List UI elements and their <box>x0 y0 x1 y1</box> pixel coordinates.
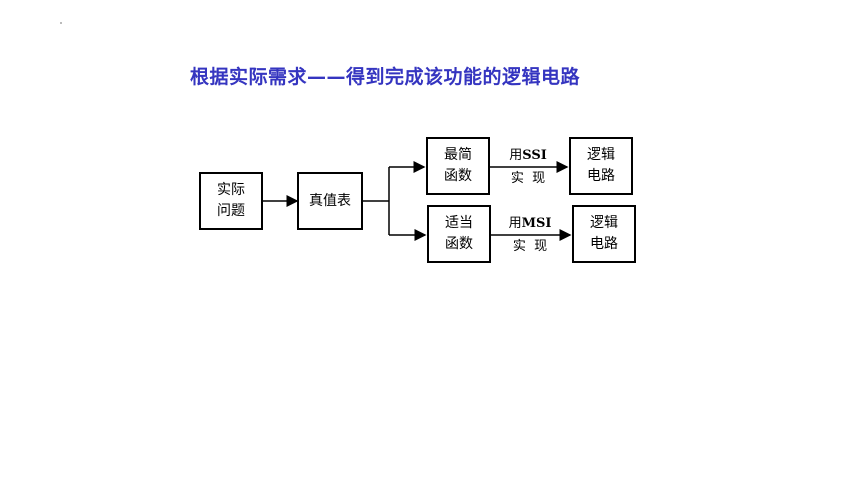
edge-label-chip: MSI <box>521 216 552 231</box>
node-text: 真值表 <box>309 192 351 209</box>
node-logic-circuit-top: 逻辑 电路 <box>569 137 633 195</box>
corner-dot <box>60 22 62 24</box>
node-simplest-function: 最简 函数 <box>426 137 490 195</box>
node-truth-table: 真值表 <box>297 172 363 230</box>
node-text: 电路 <box>590 236 618 252</box>
page-title: 根据实际需求——得到完成该功能的逻辑电路 <box>190 66 581 88</box>
node-text: 函数 <box>445 236 473 252</box>
node-text: 适当 <box>445 215 473 231</box>
edge-label-msi-top: 用MSI <box>502 214 558 234</box>
node-text: 实际 <box>217 182 245 198</box>
edge-label-msi: 用MSI 实 现 <box>502 214 558 257</box>
node-text: 问题 <box>217 203 245 219</box>
node-text: 函数 <box>444 168 472 184</box>
node-text: 最简 <box>444 147 472 163</box>
node-text: 逻辑 <box>590 215 618 231</box>
edge-label-use: 用 <box>509 148 523 163</box>
node-text: 电路 <box>587 168 615 184</box>
edge-label-impl: 实 现 <box>510 171 546 186</box>
node-logic-circuit-bottom: 逻辑 电路 <box>572 205 636 263</box>
node-actual-problem: 实际 问题 <box>199 172 263 230</box>
edge-label-ssi: 用SSI 实 现 <box>500 146 556 189</box>
edge-label-chip: SSI <box>522 148 547 163</box>
edge-label-ssi-top: 用SSI <box>500 146 556 166</box>
node-appropriate-function: 适当 函数 <box>427 205 491 263</box>
edge-label-use: 用 <box>508 216 522 231</box>
node-text: 逻辑 <box>587 147 615 163</box>
edge-label-impl: 实 现 <box>512 239 548 254</box>
